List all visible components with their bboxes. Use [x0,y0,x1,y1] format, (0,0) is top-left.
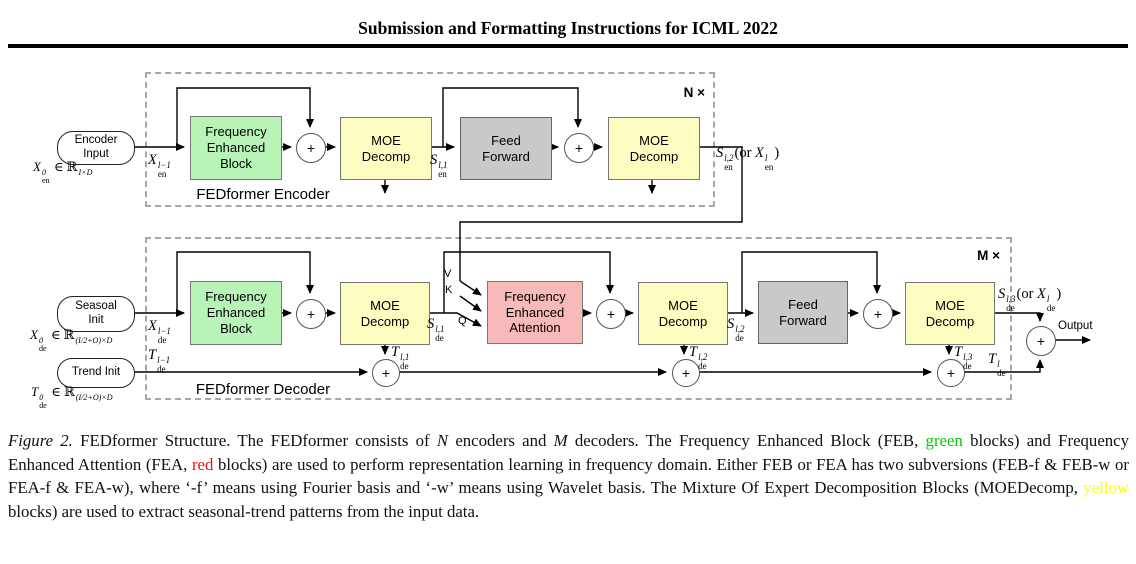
decoder-moe-decomp-2: MOE Decomp [638,282,728,345]
trend-plus-2: + [672,359,700,387]
decoder-plus-2: + [596,299,626,329]
decoder-feed-forward-block: Feed Forward [758,281,848,344]
trend-plus-1: + [372,359,400,387]
attention-k-label: K [445,284,453,296]
encoder-feed-forward-block: Feed Forward [460,117,552,180]
encoder-feb-block: Frequency Enhanced Block [190,116,282,180]
decoder-feb-block: Frequency Enhanced Block [190,281,282,345]
title-rule [8,44,1128,48]
encoder-section-label: FEDformer Encoder [196,186,330,203]
decoder-moe-decomp-3: MOE Decomp [905,282,995,345]
attention-v-label: V [444,268,452,280]
decoder-repeat-label: M × [977,248,1000,263]
encoder-moe-decomp-1: MOE Decomp [340,117,432,180]
paper-title: Submission and Formatting Instructions f… [358,18,778,38]
encoder-plus-2: + [564,133,594,163]
output-plus: + [1026,326,1056,356]
decoder-fea-block: Frequency Enhanced Attention [487,281,583,344]
output-label: Output [1058,320,1093,332]
encoder-repeat-label: N × [683,85,705,100]
trend-init-pill: Trend Init [57,358,135,388]
decoder-plus-1: + [296,299,326,329]
encoder-plus-1: + [296,133,326,163]
decoder-section-label: FEDformer Decoder [195,381,331,398]
encoder-dashed-box [145,72,715,207]
encoder-moe-decomp-2: MOE Decomp [608,117,700,180]
seasonal-init-pill: Seasoal Init [57,296,135,332]
decoder-plus-3: + [863,299,893,329]
decoder-moe-decomp-1: MOE Decomp [340,282,430,345]
figure-caption: Figure 2. FEDformer Structure. The FEDfo… [8,431,1129,521]
trend-plus-3: + [937,359,965,387]
encoder-input-pill: Encoder Input [57,131,135,165]
attention-q-label: Q [458,315,467,327]
